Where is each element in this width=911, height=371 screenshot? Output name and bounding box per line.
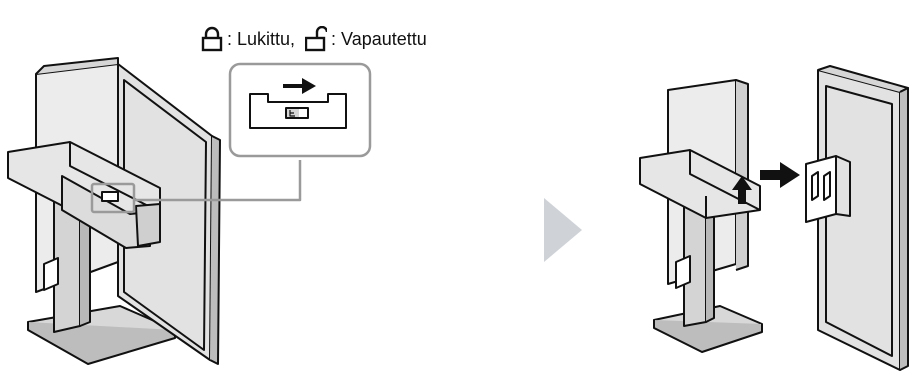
callout-leader (134, 160, 302, 202)
padlock-open-icon (305, 26, 328, 52)
lock-legend: : Lukittu, : Vapautettu (201, 24, 427, 54)
mount-bracket (805, 155, 837, 223)
left-assembly (7, 57, 302, 365)
right-assembly (639, 65, 909, 371)
locked-label: : Lukittu, (227, 28, 296, 49)
arrow-right-icon (283, 78, 316, 94)
unlocked-label: : Vapautettu (331, 28, 427, 49)
padlock-closed-icon (201, 26, 223, 52)
triangle-right-icon (544, 198, 582, 262)
lock-switch-callout (228, 62, 372, 158)
arrow-right-icon (760, 162, 800, 188)
arrow-up-icon (732, 176, 752, 204)
lock-switch-highlight (90, 182, 136, 214)
